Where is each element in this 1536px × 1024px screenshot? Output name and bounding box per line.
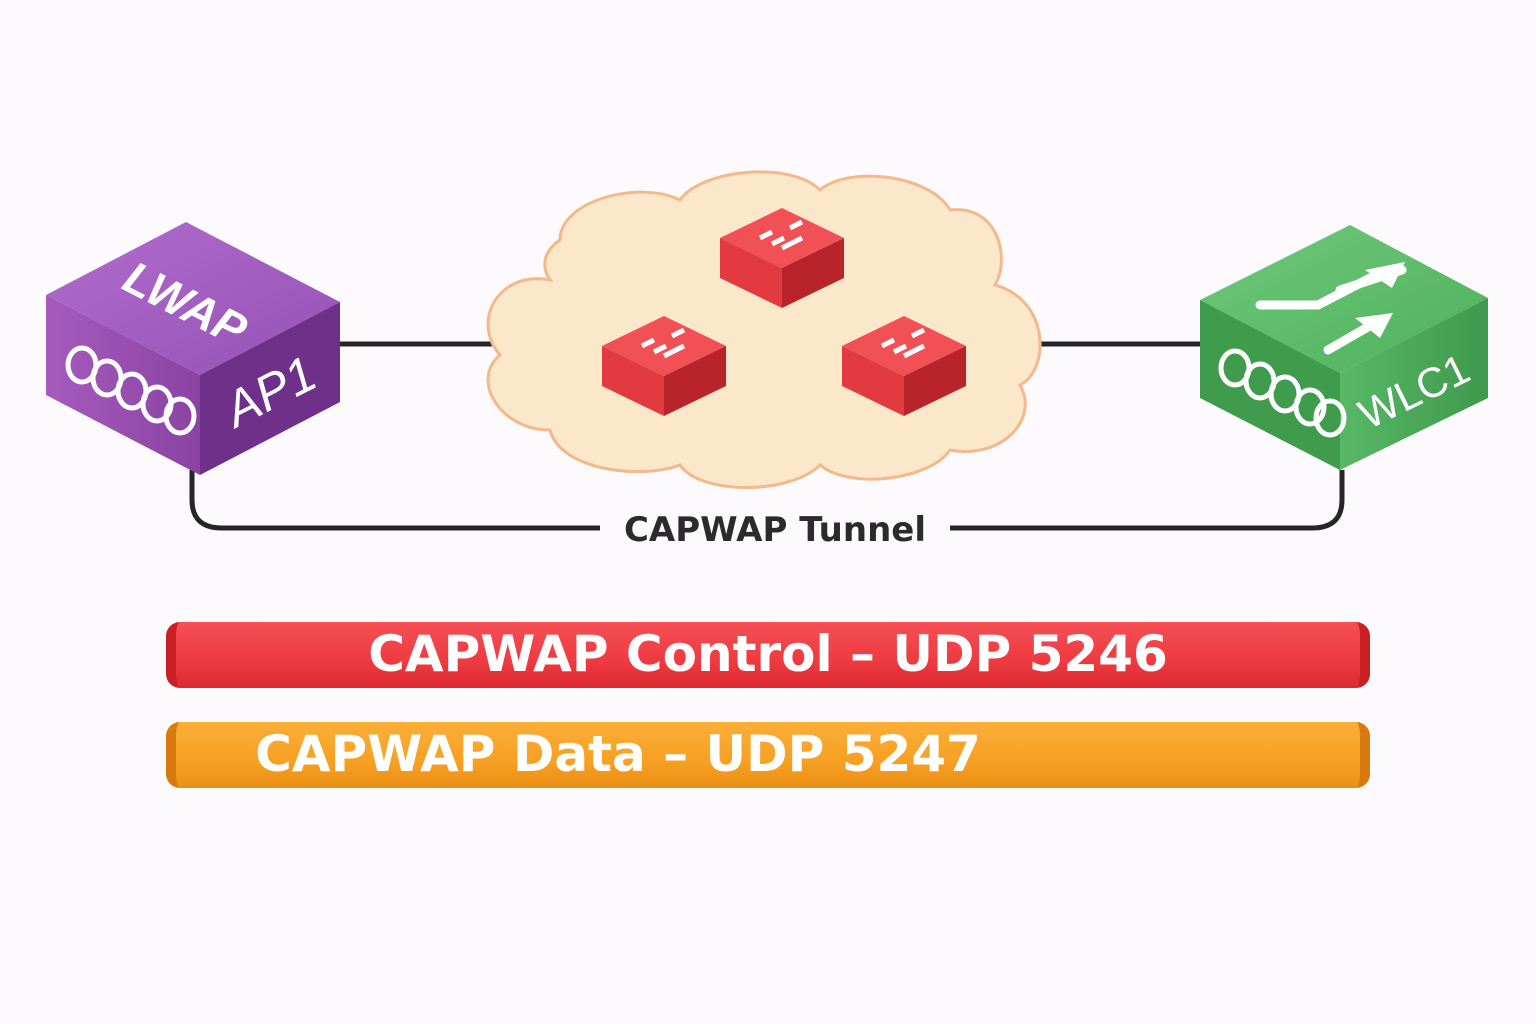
capwap-data-channel: CAPWAP Data – UDP 5247: [166, 722, 1370, 788]
tunnel-label: CAPWAP Tunnel: [600, 508, 950, 552]
capwap-control-channel: CAPWAP Control – UDP 5246: [166, 622, 1370, 688]
arrow-head-icon: [1365, 262, 1405, 288]
router-icon: [602, 316, 726, 416]
port-chain-icon: [1218, 348, 1347, 438]
access-point-device: LWAP AP1: [46, 222, 340, 475]
router-icon: [842, 316, 966, 416]
wireless-controller-device: WLC1: [1200, 225, 1488, 470]
router-icon: [720, 208, 844, 308]
port-chain-icon: [65, 345, 197, 436]
arrow-head-icon: [1355, 313, 1393, 338]
